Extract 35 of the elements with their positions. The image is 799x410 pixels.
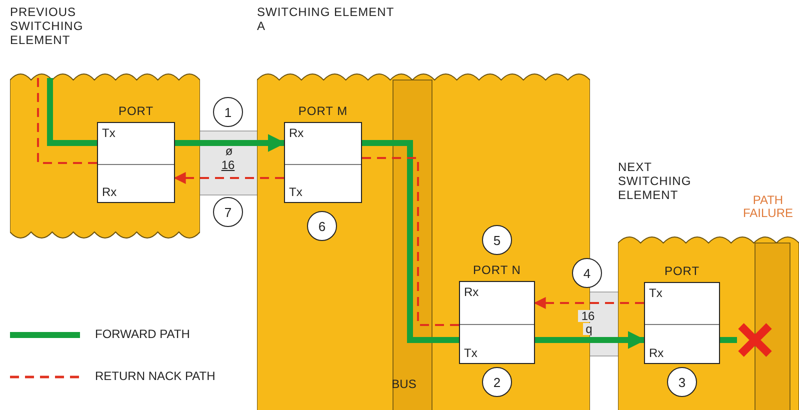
step-number-circle: 1 [213,97,243,127]
signal-label: Rx [464,285,479,299]
link-label: 16 [220,159,236,172]
path-line [362,140,459,343]
signal-label: Tx [649,286,662,300]
path-line [720,337,737,343]
signal-label: Tx [464,346,478,360]
port-label: PORT [117,104,155,118]
path-line [535,331,646,349]
element-heading: SWITCHING ELEMENT A [257,5,395,33]
dashed-path-line [174,172,284,184]
element-heading: PREVIOUS SWITCHING ELEMENT [10,5,84,47]
element-heading: NEXT SWITCHING ELEMENT [618,160,692,202]
link-label: ø [224,145,234,158]
signal-label: Rx [289,126,304,140]
signal-label: Tx [289,185,302,199]
path-line [47,78,97,146]
dashed-path-line [37,78,97,164]
failure-cross-mark [737,322,773,358]
failure-label: PATH FAILURE [742,194,794,220]
legend-label: FORWARD PATH [95,328,190,341]
port-label: PORT [663,264,701,278]
step-number-circle: 4 [572,258,602,288]
port-label: PORT N [472,263,522,277]
port-label: PORT M [297,104,349,118]
path-line [175,134,286,152]
dashed-path-line [362,157,459,326]
link-label: q [583,323,595,335]
dashed-path-line [534,297,644,309]
legend-label: RETURN NACK PATH [95,370,216,383]
bus-label: BUS [390,378,418,391]
signal-label: Rx [649,346,664,360]
step-number-circle: 7 [213,197,243,227]
signal-label: Rx [102,185,117,199]
signal-label: Tx [102,126,116,140]
